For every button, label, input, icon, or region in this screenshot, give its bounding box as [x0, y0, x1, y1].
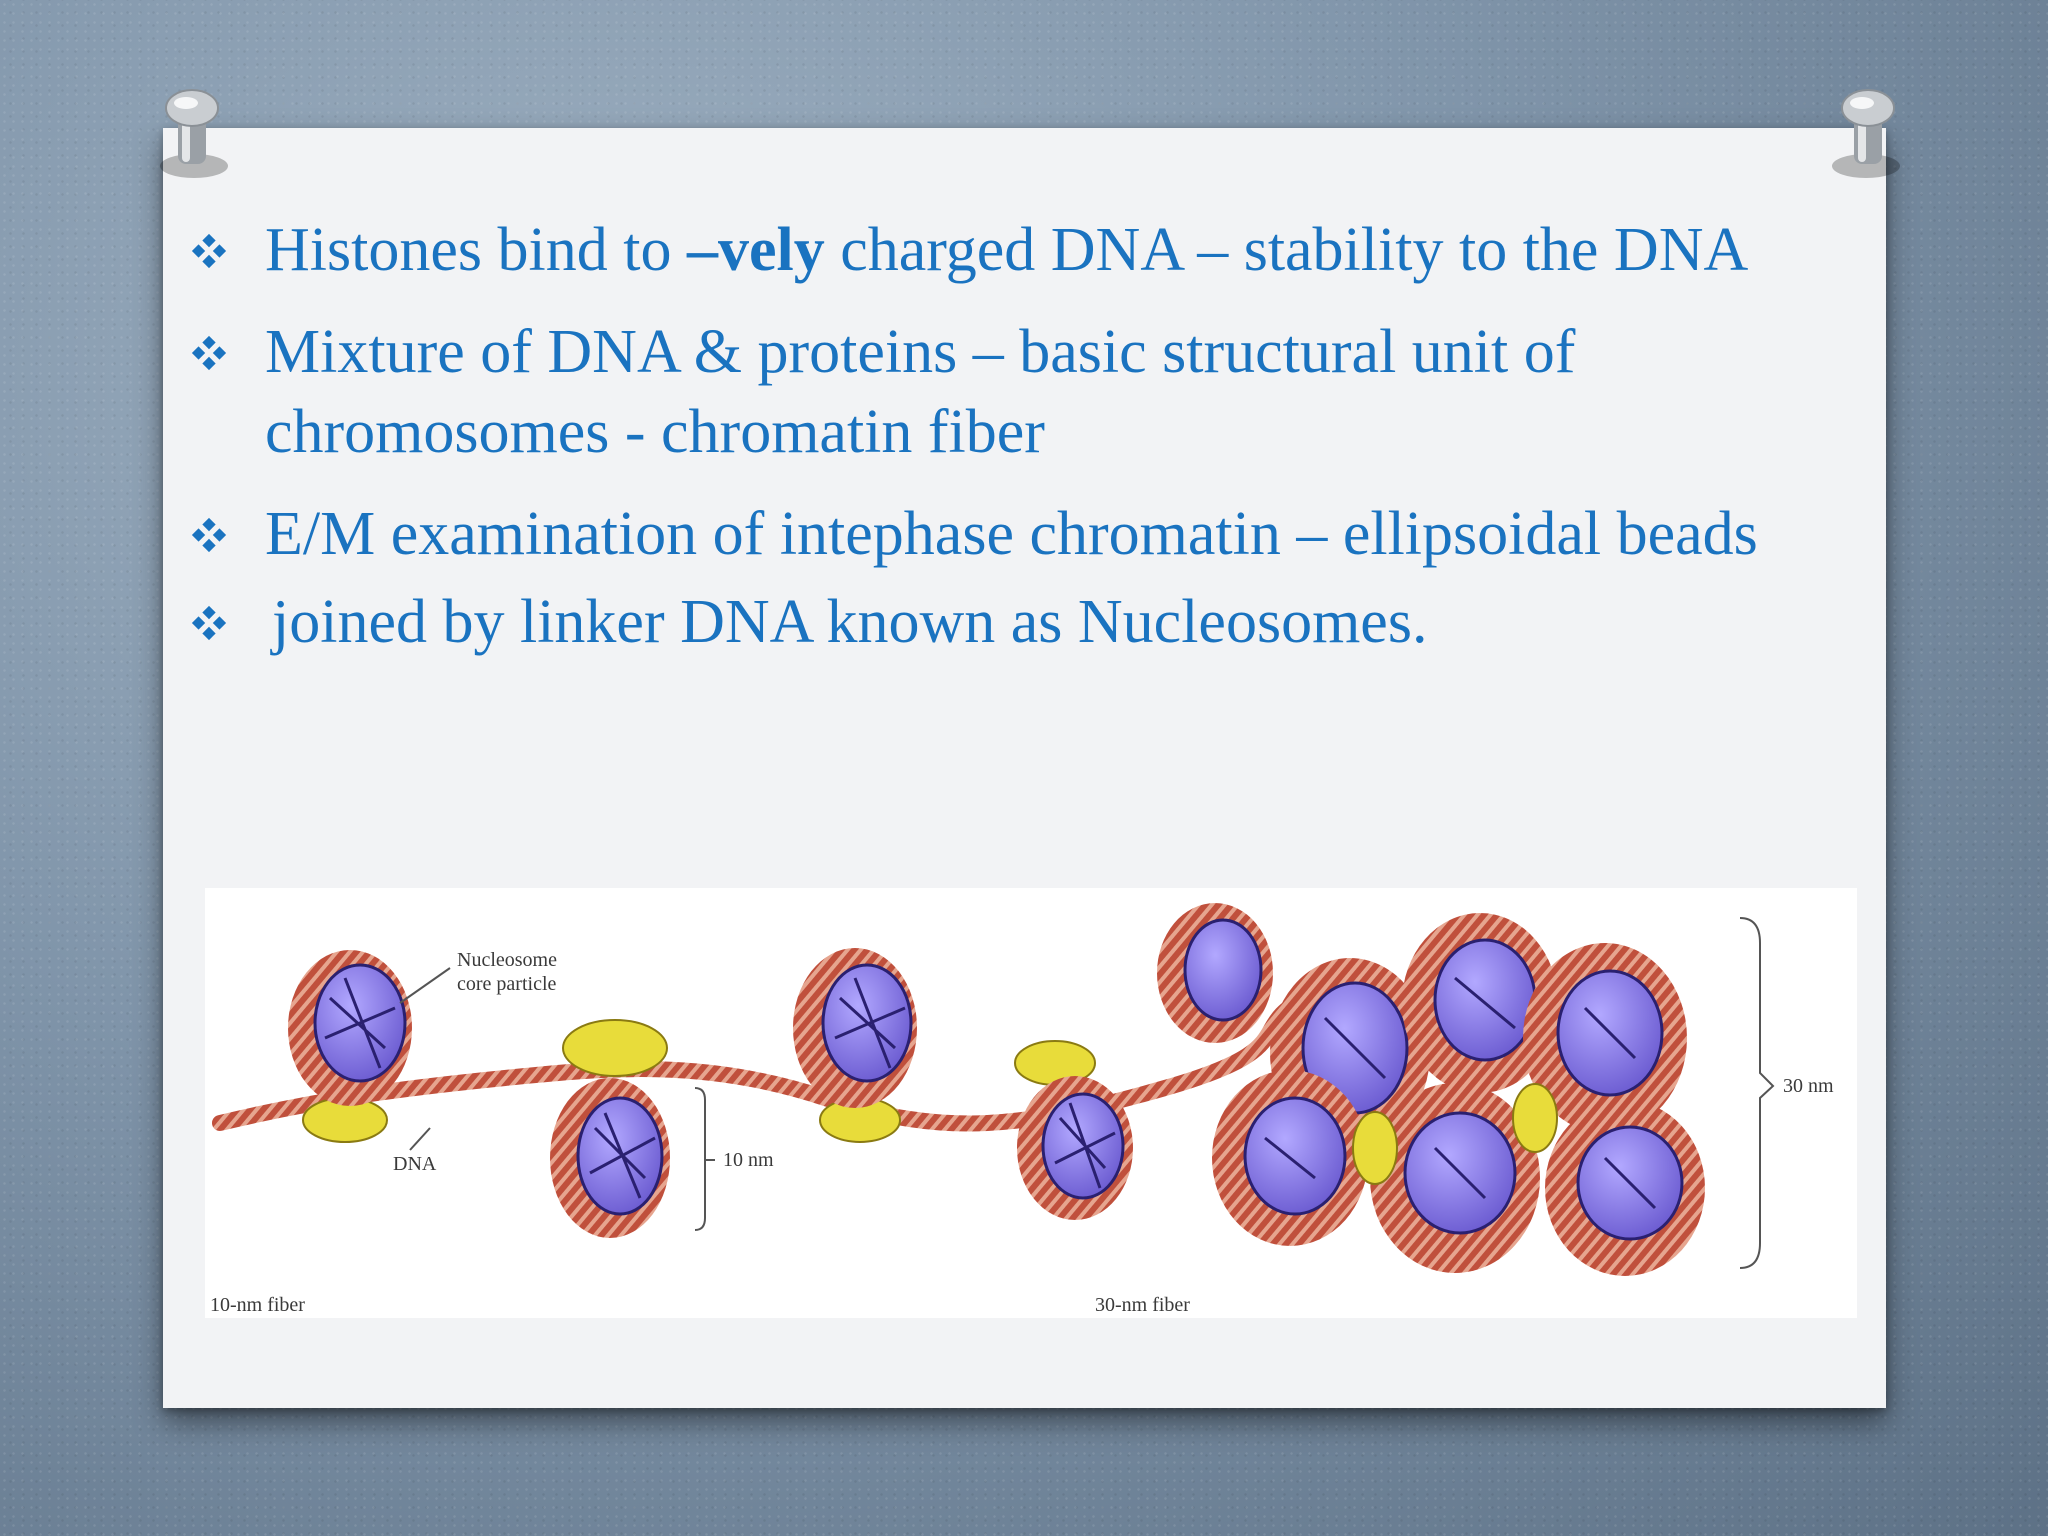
bullet-text: E/M examination of intephase chromatin –…	[265, 500, 1758, 568]
label-core-line: Nucleosome	[457, 949, 557, 971]
diamond-bullet-icon	[191, 233, 227, 269]
bullet-bold-text: –vely	[686, 216, 825, 284]
diamond-bullet-icon	[191, 335, 227, 371]
bullet-text: Histones bind to	[265, 216, 687, 284]
linker-histone	[562, 1019, 668, 1077]
label-core-line: core particle	[457, 973, 557, 995]
label-30nm-fiber: 30-nm fiber	[1095, 1294, 1190, 1316]
label-10nm: 10 nm	[723, 1149, 774, 1171]
diamond-bullet-icon	[191, 605, 227, 641]
bullet-text: joined by linker DNA known as Nucleosome…	[272, 588, 1428, 656]
bullet-item: E/M examination of intephase chromatin –…	[190, 494, 1830, 574]
chromatin-figure: Nucleosome core particle DNA 10 nm 30 nm…	[205, 888, 1857, 1318]
bullet-list: Histones bind to –vely charged DNA – sta…	[190, 210, 1830, 684]
label-30nm: 30 nm	[1783, 1075, 1834, 1097]
pushpin-icon	[160, 89, 228, 178]
pushpin-icon	[1832, 89, 1900, 178]
dna-pointer-line	[409, 1127, 431, 1151]
nucleosome-illustration	[212, 903, 1775, 1276]
label-nucleosome-core: Nucleosome core particle	[457, 948, 557, 996]
nucleosome	[550, 1078, 670, 1238]
bracket-30nm	[1739, 917, 1775, 1269]
bracket-10nm	[694, 1087, 715, 1231]
bullet-text: Mixture of DNA & proteins – basic struct…	[265, 318, 1576, 466]
nucleosome	[793, 948, 917, 1108]
bullet-item: Histones bind to –vely charged DNA – sta…	[190, 210, 1830, 290]
diamond-bullet-icon	[191, 517, 227, 553]
solenoid-fiber	[1157, 903, 1705, 1276]
bullet-item: Mixture of DNA & proteins – basic struct…	[190, 312, 1830, 472]
label-10nm-fiber: 10-nm fiber	[210, 1294, 305, 1316]
linker-dna	[212, 990, 1313, 1132]
nucleosome	[1017, 1076, 1133, 1220]
bullet-item: joined by linker DNA known as Nucleosome…	[190, 582, 1830, 662]
nucleosome	[288, 950, 412, 1106]
bullet-text: charged DNA – stability to the DNA	[824, 216, 1749, 284]
label-dna: DNA	[393, 1153, 437, 1175]
core-pointer-line	[399, 967, 451, 1004]
